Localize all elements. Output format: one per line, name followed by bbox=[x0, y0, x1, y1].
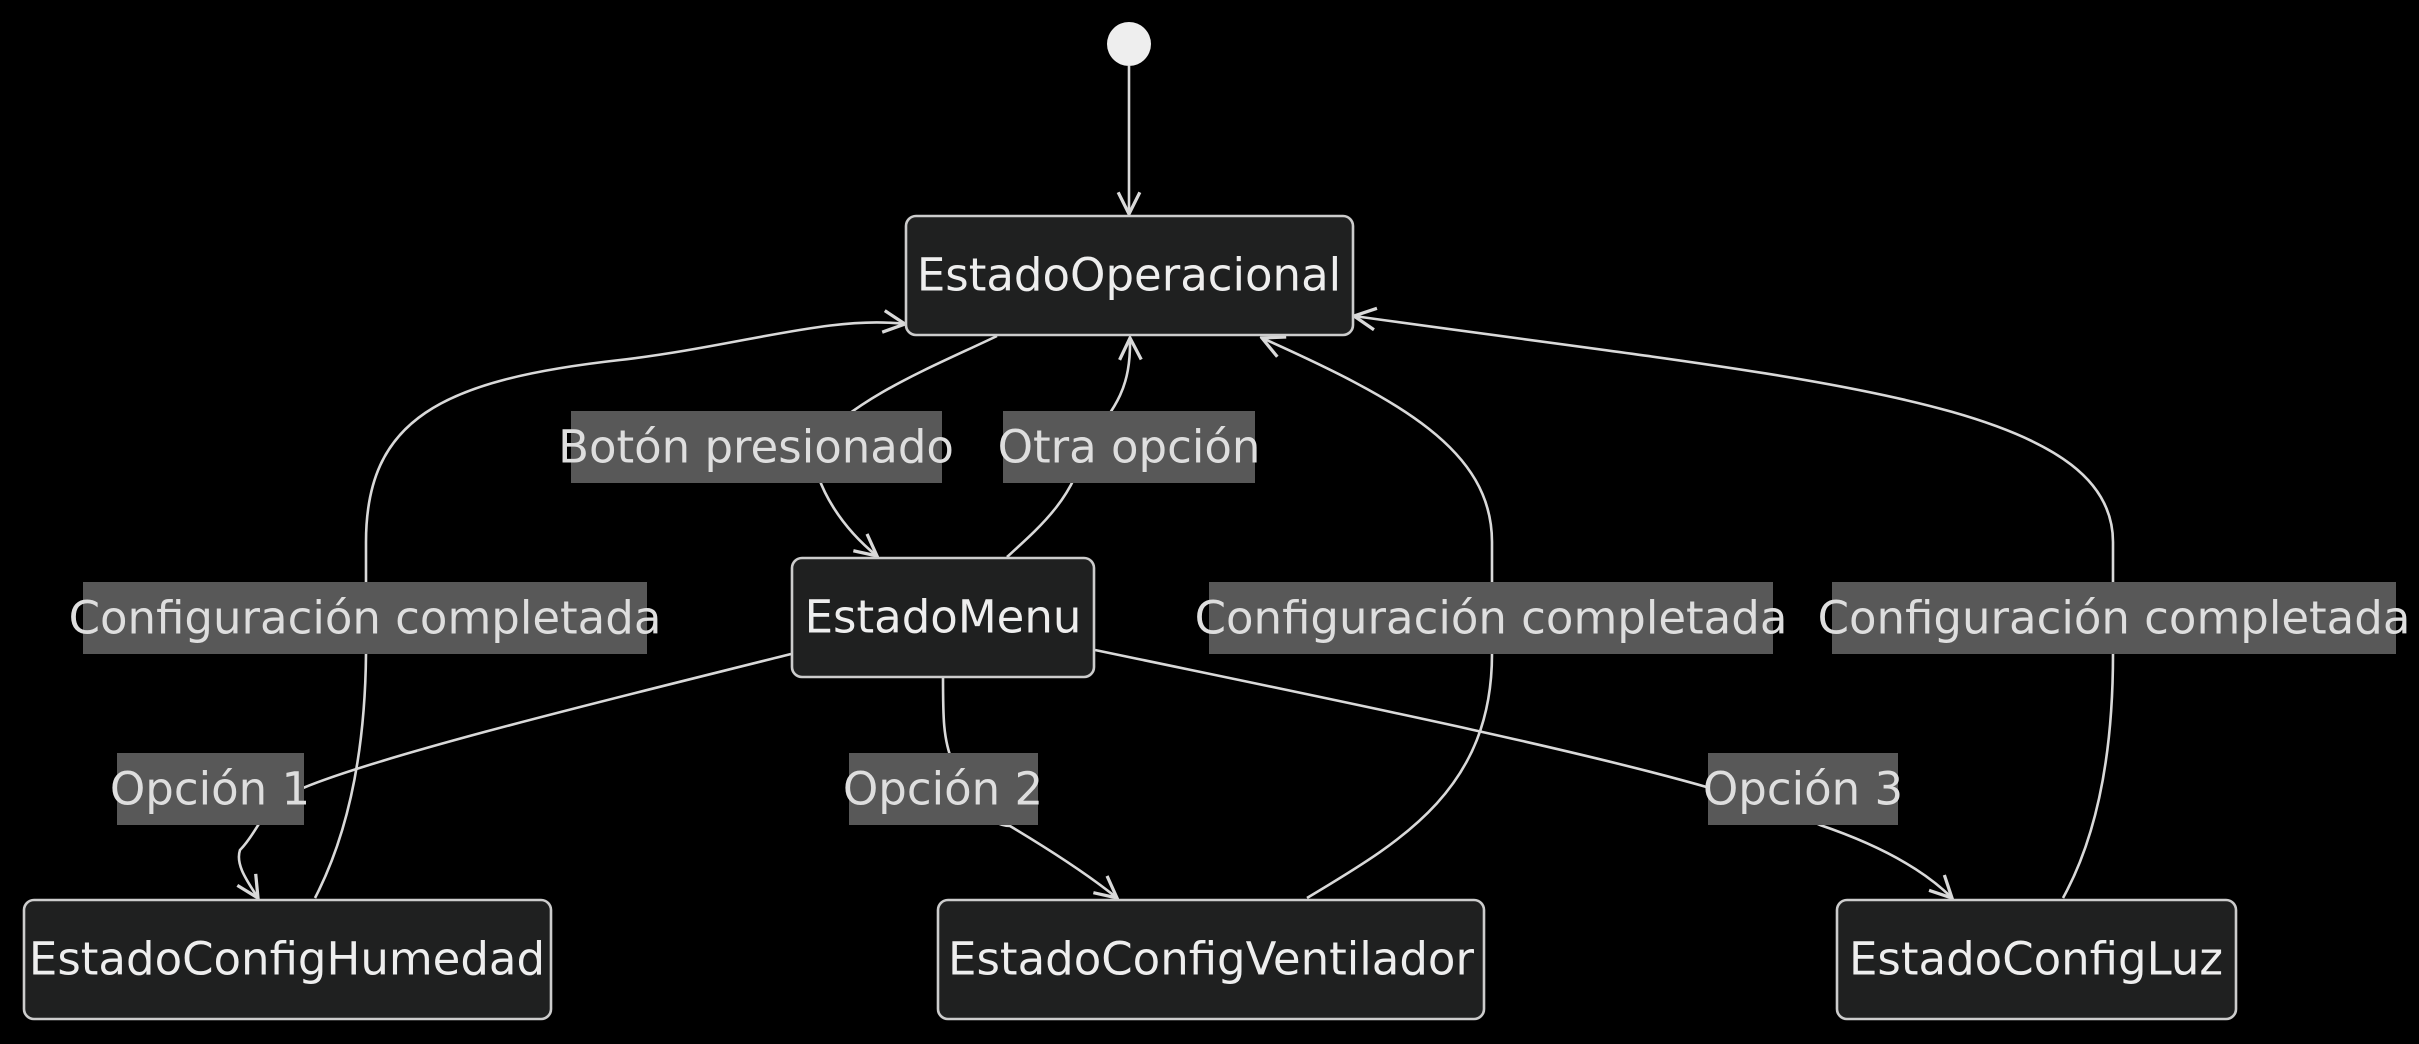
label-config-luz-text: Configuración completada bbox=[1818, 592, 2411, 645]
state-estado-config-luz-label: EstadoConfigLuz bbox=[1849, 933, 2223, 986]
label-config-humedad: Configuración completada bbox=[69, 582, 662, 654]
label-config-humedad-text: Configuración completada bbox=[69, 592, 662, 645]
state-estado-operacional[interactable]: EstadoOperacional bbox=[904, 214, 1355, 337]
edge-luz-to-operacional bbox=[1354, 316, 2115, 899]
state-estado-operacional-label: EstadoOperacional bbox=[917, 249, 1341, 302]
state-estado-config-humedad[interactable]: EstadoConfigHumedad bbox=[22, 898, 553, 1021]
label-opcion-2: Opción 2 bbox=[843, 753, 1043, 825]
state-estado-config-luz[interactable]: EstadoConfigLuz bbox=[1835, 898, 2238, 1021]
state-estado-menu-label: EstadoMenu bbox=[805, 591, 1082, 644]
state-nodes: EstadoOperacional EstadoMenu EstadoConfi… bbox=[22, 214, 2238, 1021]
label-boton-presionado: Botón presionado bbox=[558, 411, 954, 483]
label-opcion-2-text: Opción 2 bbox=[843, 763, 1043, 816]
state-estado-config-humedad-label: EstadoConfigHumedad bbox=[29, 933, 545, 986]
label-config-ventilador: Configuración completada bbox=[1195, 582, 1788, 654]
state-estado-menu[interactable]: EstadoMenu bbox=[790, 556, 1096, 679]
label-otra-opcion: Otra opción bbox=[998, 411, 1261, 483]
state-estado-config-ventilador-label: EstadoConfigVentilador bbox=[948, 933, 1474, 986]
label-opcion-3: Opción 3 bbox=[1703, 753, 1903, 825]
edge-menu-to-humedad bbox=[239, 652, 792, 898]
label-opcion-3-text: Opción 3 bbox=[1703, 763, 1903, 816]
label-config-luz: Configuración completada bbox=[1818, 582, 2411, 654]
start-state-dot bbox=[1107, 22, 1151, 66]
label-opcion-1: Opción 1 bbox=[110, 753, 310, 825]
label-otra-opcion-text: Otra opción bbox=[998, 421, 1261, 474]
label-boton-presionado-text: Botón presionado bbox=[558, 421, 954, 474]
label-config-ventilador-text: Configuración completada bbox=[1195, 592, 1788, 645]
edge-labels: Botón presionado Otra opción Configuraci… bbox=[69, 411, 2411, 825]
edge-humedad-to-operacional bbox=[313, 322, 905, 899]
state-estado-config-ventilador[interactable]: EstadoConfigVentilador bbox=[936, 898, 1486, 1021]
label-opcion-1-text: Opción 1 bbox=[110, 763, 310, 816]
